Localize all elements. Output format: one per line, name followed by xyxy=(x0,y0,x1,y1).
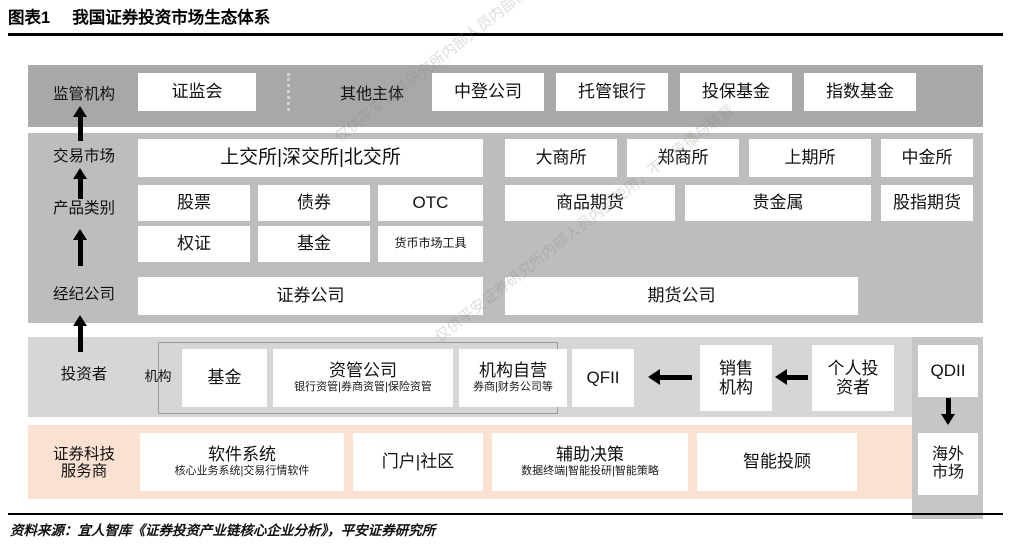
row-label-broker: 经纪公司 xyxy=(52,286,115,304)
cell-index-fund: 指数基金 xyxy=(804,73,916,111)
cell-software-system-sub: 核心业务系统|交易行情软件 xyxy=(174,465,310,478)
arrow-market-to-regulator-shaft xyxy=(78,115,83,141)
row-label-fintech: 证券科技 服务商 xyxy=(52,445,115,480)
cell-otc: OTC xyxy=(378,185,483,221)
label-other-entities: 其他主体 xyxy=(339,86,404,103)
cell-fund-product: 基金 xyxy=(258,226,370,262)
arrow-investor-to-broker-head xyxy=(73,315,87,326)
cell-decision-support-label: 辅助决策 xyxy=(556,445,624,465)
cell-sales-institution: 销售 机构 xyxy=(700,345,772,411)
cell-portal-community: 门户|社区 xyxy=(353,433,483,491)
regulator-divider xyxy=(287,73,290,111)
cell-asset-management: 资管公司 银行资管|券商资管|保险资管 xyxy=(273,349,453,407)
cell-software-system: 软件系统 核心业务系统|交易行情软件 xyxy=(140,433,344,491)
cell-robo-advisor: 智能投顾 xyxy=(697,433,857,491)
cell-qdii: QDII xyxy=(918,345,978,397)
cell-asset-management-label: 资管公司 xyxy=(329,361,397,381)
figure-title-bar: 图表1 我国证券投资市场生态体系 xyxy=(8,6,1003,36)
cell-fund-label: 基金 xyxy=(207,368,242,388)
arrow-sales-to-qfii-head xyxy=(648,369,660,385)
title-divider xyxy=(8,33,1003,36)
cell-asset-management-sub: 银行资管|券商资管|保险资管 xyxy=(294,381,432,394)
cell-overseas-market: 海外 市场 xyxy=(918,433,978,495)
cell-dce: 大商所 xyxy=(505,139,617,177)
arrow-product-to-market-shaft xyxy=(78,177,83,199)
cell-securities-exchanges: 上交所|深交所|北交所 xyxy=(138,139,483,177)
cell-qfii: QFII xyxy=(572,349,634,407)
arrow-investor-to-broker-shaft xyxy=(78,324,83,352)
cell-cffex: 中金所 xyxy=(881,139,973,177)
cell-money-market-instruments: 货币市场工具 xyxy=(378,226,483,262)
arrow-broker-to-product-shaft xyxy=(78,238,83,266)
figure-number: 图表1 xyxy=(8,9,51,27)
arrow-broker-to-product-head xyxy=(73,229,87,240)
arrow-sales-to-qfii-shaft xyxy=(660,375,692,380)
cell-proprietary-trading: 机构自营 券商|财务公司等 xyxy=(459,349,567,407)
cell-commodity-futures: 商品期货 xyxy=(505,185,675,221)
cell-fund: 基金 xyxy=(182,349,267,407)
cell-retail-investor: 个人投 资者 xyxy=(812,345,894,411)
figure-title: 我国证券投资市场生态体系 xyxy=(72,9,271,27)
arrow-market-to-regulator-head xyxy=(73,106,87,117)
cell-futures-company: 期货公司 xyxy=(505,277,858,315)
cell-custodian-bank: 托管银行 xyxy=(556,73,668,111)
cell-czce: 郑商所 xyxy=(627,139,739,177)
cell-proprietary-trading-label: 机构自营 xyxy=(479,361,547,381)
cell-proprietary-trading-sub: 券商|财务公司等 xyxy=(473,381,553,394)
cell-csrc: 证监会 xyxy=(138,73,256,111)
arrow-product-to-market-head xyxy=(73,168,87,179)
arrow-retail-to-sales-head xyxy=(775,369,787,385)
source-divider xyxy=(8,513,1003,515)
diagram-canvas: 监管机构 证监会 其他主体 中登公司 托管银行 投保基金 指数基金 交易市场 上… xyxy=(0,40,1011,519)
cell-index-futures: 股指期货 xyxy=(881,185,973,221)
row-label-investor: 投资者 xyxy=(60,366,108,384)
arrow-qdii-to-overseas-shaft xyxy=(946,398,951,416)
cell-decision-support-sub: 数据终端|智能投研|智能策略 xyxy=(521,465,659,478)
row-label-regulator: 监管机构 xyxy=(52,86,115,104)
cell-stock: 股票 xyxy=(138,185,250,221)
row-label-product: 产品类别 xyxy=(52,200,115,218)
cell-chinaclear: 中登公司 xyxy=(432,73,544,111)
cell-software-system-label: 软件系统 xyxy=(208,445,276,465)
cell-warrant: 权证 xyxy=(138,226,250,262)
label-institution: 机构 xyxy=(144,369,172,384)
cell-shfe: 上期所 xyxy=(749,139,871,177)
arrow-qdii-to-overseas-head xyxy=(941,414,955,425)
cell-investor-protection-fund: 投保基金 xyxy=(680,73,792,111)
cell-decision-support: 辅助决策 数据终端|智能投研|智能策略 xyxy=(492,433,688,491)
row-label-market: 交易市场 xyxy=(52,148,115,166)
page-title: 图表1 我国证券投资市场生态体系 xyxy=(8,6,1003,30)
cell-securities-company: 证券公司 xyxy=(138,277,483,315)
cell-precious-metals: 贵金属 xyxy=(685,185,871,221)
arrow-retail-to-sales-shaft xyxy=(786,375,808,380)
cell-bond: 债券 xyxy=(258,185,370,221)
source-note: 资料来源：宜人智库《证券投资产业链核心企业分析》，平安证券研究所 xyxy=(10,523,436,538)
